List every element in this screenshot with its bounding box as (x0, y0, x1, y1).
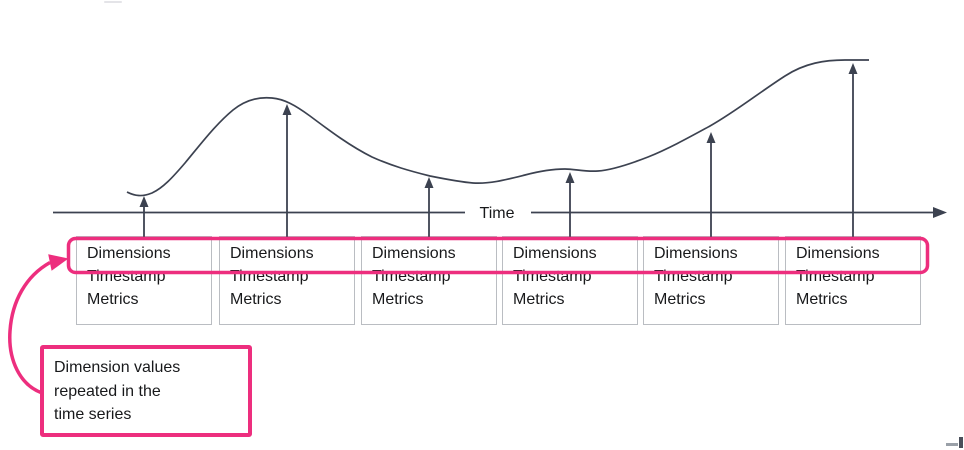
record-field-dimensions: Dimensions (372, 245, 456, 262)
record-box-3: Dimensions Timestamp Metrics (361, 236, 497, 325)
record-field-timestamp: Timestamp (372, 268, 451, 285)
record-box-1: Dimensions Timestamp Metrics (76, 236, 212, 325)
record-field-dimensions: Dimensions (796, 245, 880, 262)
up-arrowhead-icon (282, 104, 292, 115)
record-field-dimensions: Dimensions (230, 245, 314, 262)
record-field-metrics: Metrics (372, 291, 424, 308)
up-arrowhead-icon (848, 63, 858, 74)
record-field-timestamp: Timestamp (654, 268, 733, 285)
value-arrow-1 (139, 196, 149, 237)
value-arrow-6 (848, 63, 858, 237)
up-arrowhead-icon (706, 132, 716, 143)
record-field-metrics: Metrics (230, 291, 282, 308)
value-arrow-4 (565, 172, 575, 237)
record-box-4: Dimensions Timestamp Metrics (502, 236, 638, 325)
value-arrow-5 (706, 132, 716, 237)
record-field-dimensions: Dimensions (654, 245, 738, 262)
up-arrowhead-icon (565, 172, 575, 183)
time-series-curve (126, 59, 869, 197)
cropped-edge-artifact-bottom-right (959, 437, 963, 448)
record-field-metrics: Metrics (654, 291, 706, 308)
callout-line: Dimension values (54, 359, 181, 376)
curved-right-arrowhead-icon (48, 254, 69, 271)
value-arrow-3 (424, 177, 434, 237)
record-field-metrics: Metrics (796, 291, 848, 308)
record-field-timestamp: Timestamp (87, 268, 166, 285)
record-field-timestamp: Timestamp (513, 268, 592, 285)
record-box-2: Dimensions Timestamp Metrics (219, 236, 355, 325)
record-field-dimensions: Dimensions (87, 245, 171, 262)
annotation-callout: Dimension values repeated in the time se… (40, 345, 252, 437)
record-field-dimensions: Dimensions (513, 245, 597, 262)
record-field-metrics: Metrics (87, 291, 139, 308)
record-box-6: Dimensions Timestamp Metrics (785, 236, 921, 325)
right-arrowhead-icon (933, 207, 947, 218)
record-field-timestamp: Timestamp (230, 268, 309, 285)
record-box-5: Dimensions Timestamp Metrics (643, 236, 779, 325)
up-arrowhead-icon (424, 177, 434, 188)
callout-line: time series (54, 406, 132, 423)
cropped-edge-artifact-bottom-right (946, 443, 958, 446)
record-field-metrics: Metrics (513, 291, 565, 308)
record-field-timestamp: Timestamp (796, 268, 875, 285)
up-arrowhead-icon (139, 196, 149, 207)
cropped-edge-artifact-top (104, 1, 122, 3)
value-arrow-2 (282, 104, 292, 237)
callout-line: repeated in the (54, 382, 161, 400)
time-axis-label: Time (480, 205, 515, 222)
